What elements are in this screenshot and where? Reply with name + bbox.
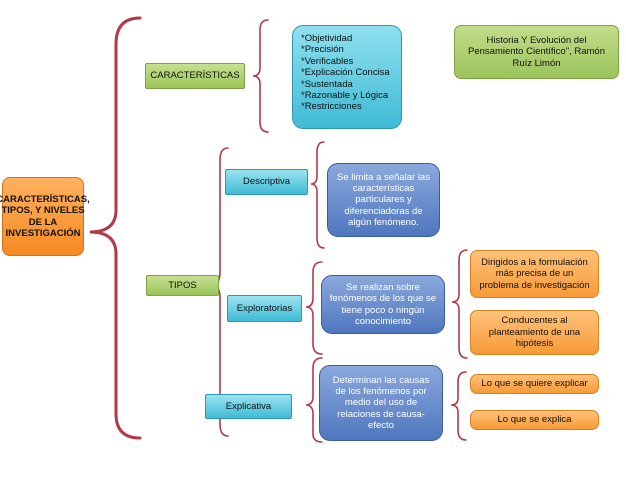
title-box: Historia Y Evolución del Pensamiento Cie… bbox=[454, 25, 619, 79]
caracteristicas-list: *Objetividad *Precisión *Verificables *E… bbox=[292, 25, 402, 129]
explicativa-brace bbox=[305, 357, 323, 443]
tipos-label: TIPOS bbox=[168, 279, 197, 291]
tipos-label-box: TIPOS bbox=[146, 275, 219, 296]
descriptiva-text: Se limita a señalar las características … bbox=[337, 171, 430, 229]
list-item: *Sustentada bbox=[301, 78, 353, 90]
exploratorias-detail-brace bbox=[451, 249, 468, 359]
descriptiva-text-box: Se limita a señalar las características … bbox=[327, 163, 440, 237]
list-item: *Razonable y Lógica bbox=[301, 89, 389, 101]
exploratorias-detail-1: Dirigidos a la formulación más precisa d… bbox=[470, 250, 599, 298]
descriptiva-brace bbox=[310, 141, 325, 249]
list-item: *Precisión bbox=[301, 44, 344, 56]
exploratorias-detail-2-text: Conducentes al planteamiento de una hipó… bbox=[488, 315, 581, 350]
explicativa-label-box: Explicativa bbox=[205, 394, 292, 419]
descriptiva-label-box: Descriptiva bbox=[225, 169, 308, 195]
list-item: *Explicación Concisa bbox=[301, 67, 390, 79]
explicativa-text: Determinan las causas de los fenómenos p… bbox=[332, 374, 430, 432]
explicativa-text-box: Determinan las causas de los fenómenos p… bbox=[319, 365, 443, 441]
title-box-text: Historia Y Evolución del Pensamiento Cie… bbox=[468, 34, 605, 69]
list-item: *Restricciones bbox=[301, 101, 362, 113]
root-node: CARACTERÍSTICAS, TIPOS, Y NIVELES DE LA … bbox=[0, 177, 90, 256]
exploratorias-detail-2: Conducentes al planteamiento de una hipó… bbox=[470, 310, 599, 355]
caracteristicas-brace bbox=[252, 19, 269, 133]
explicativa-label: Explicativa bbox=[225, 400, 272, 412]
explicativa-detail-2: Lo que se explica bbox=[470, 410, 599, 430]
root-brace bbox=[89, 16, 142, 440]
exploratorias-detail-1-text: Dirigidos a la formulación más precisa d… bbox=[479, 256, 590, 291]
exploratorias-text: Se realizan sobre fenómenos de los que s… bbox=[329, 281, 437, 327]
explicativa-detail-1-text: Lo que se quiere explicar bbox=[481, 378, 588, 390]
explicativa-detail-brace bbox=[450, 371, 467, 441]
exploratorias-label: Exploratorias bbox=[236, 302, 293, 314]
descriptiva-label: Descriptiva bbox=[243, 176, 290, 188]
explicativa-detail-2-text: Lo que se explica bbox=[497, 414, 572, 426]
caracteristicas-label: CARACTERÍSTICAS bbox=[150, 70, 240, 82]
exploratorias-brace bbox=[305, 261, 323, 355]
caracteristicas-label-box: CARACTERÍSTICAS bbox=[145, 63, 245, 89]
list-item: *Objetividad bbox=[301, 33, 353, 44]
exploratorias-label-box: Exploratorias bbox=[227, 295, 302, 322]
explicativa-detail-1: Lo que se quiere explicar bbox=[470, 374, 599, 394]
exploratorias-text-box: Se realizan sobre fenómenos de los que s… bbox=[321, 275, 445, 334]
list-item: *Verificables bbox=[301, 55, 354, 67]
root-label: CARACTERÍSTICAS, TIPOS, Y NIVELES DE LA … bbox=[0, 193, 90, 239]
